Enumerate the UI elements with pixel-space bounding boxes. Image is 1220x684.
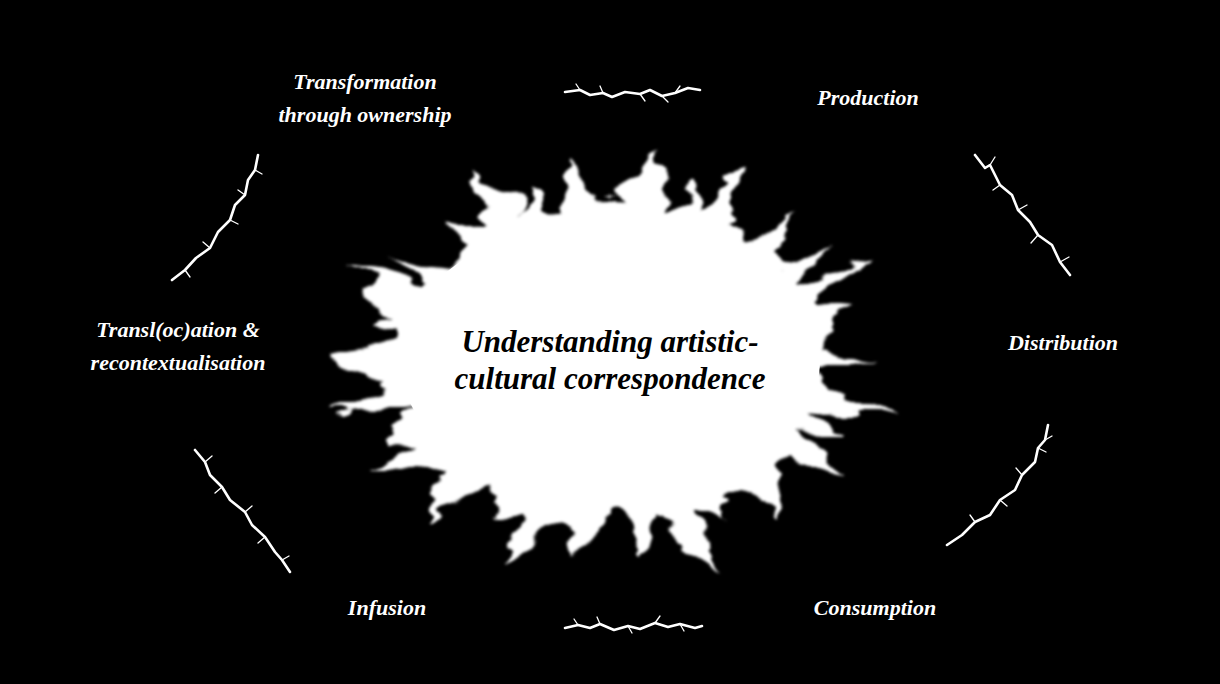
crack-upper-right bbox=[975, 155, 1070, 275]
splash-node: Understanding artistic-cultural correspo… bbox=[310, 130, 910, 590]
stage-label: Transl(oc)ation & recontextualisation bbox=[58, 313, 298, 379]
stage-label: Infusion bbox=[287, 591, 487, 624]
crack-bottom bbox=[565, 616, 702, 633]
crack-lower-right bbox=[947, 425, 1052, 545]
splash-shape bbox=[310, 130, 910, 590]
stage-label: Distribution bbox=[953, 326, 1173, 359]
crack-top bbox=[565, 84, 700, 102]
stage-label: Production bbox=[758, 81, 978, 114]
crack-lower-left bbox=[195, 450, 290, 572]
crack-upper-left bbox=[172, 155, 262, 280]
stage-label: Transformation through ownership bbox=[268, 65, 463, 131]
stage-label: Consumption bbox=[765, 591, 985, 624]
central-title: Understanding artistic-cultural correspo… bbox=[425, 323, 795, 397]
